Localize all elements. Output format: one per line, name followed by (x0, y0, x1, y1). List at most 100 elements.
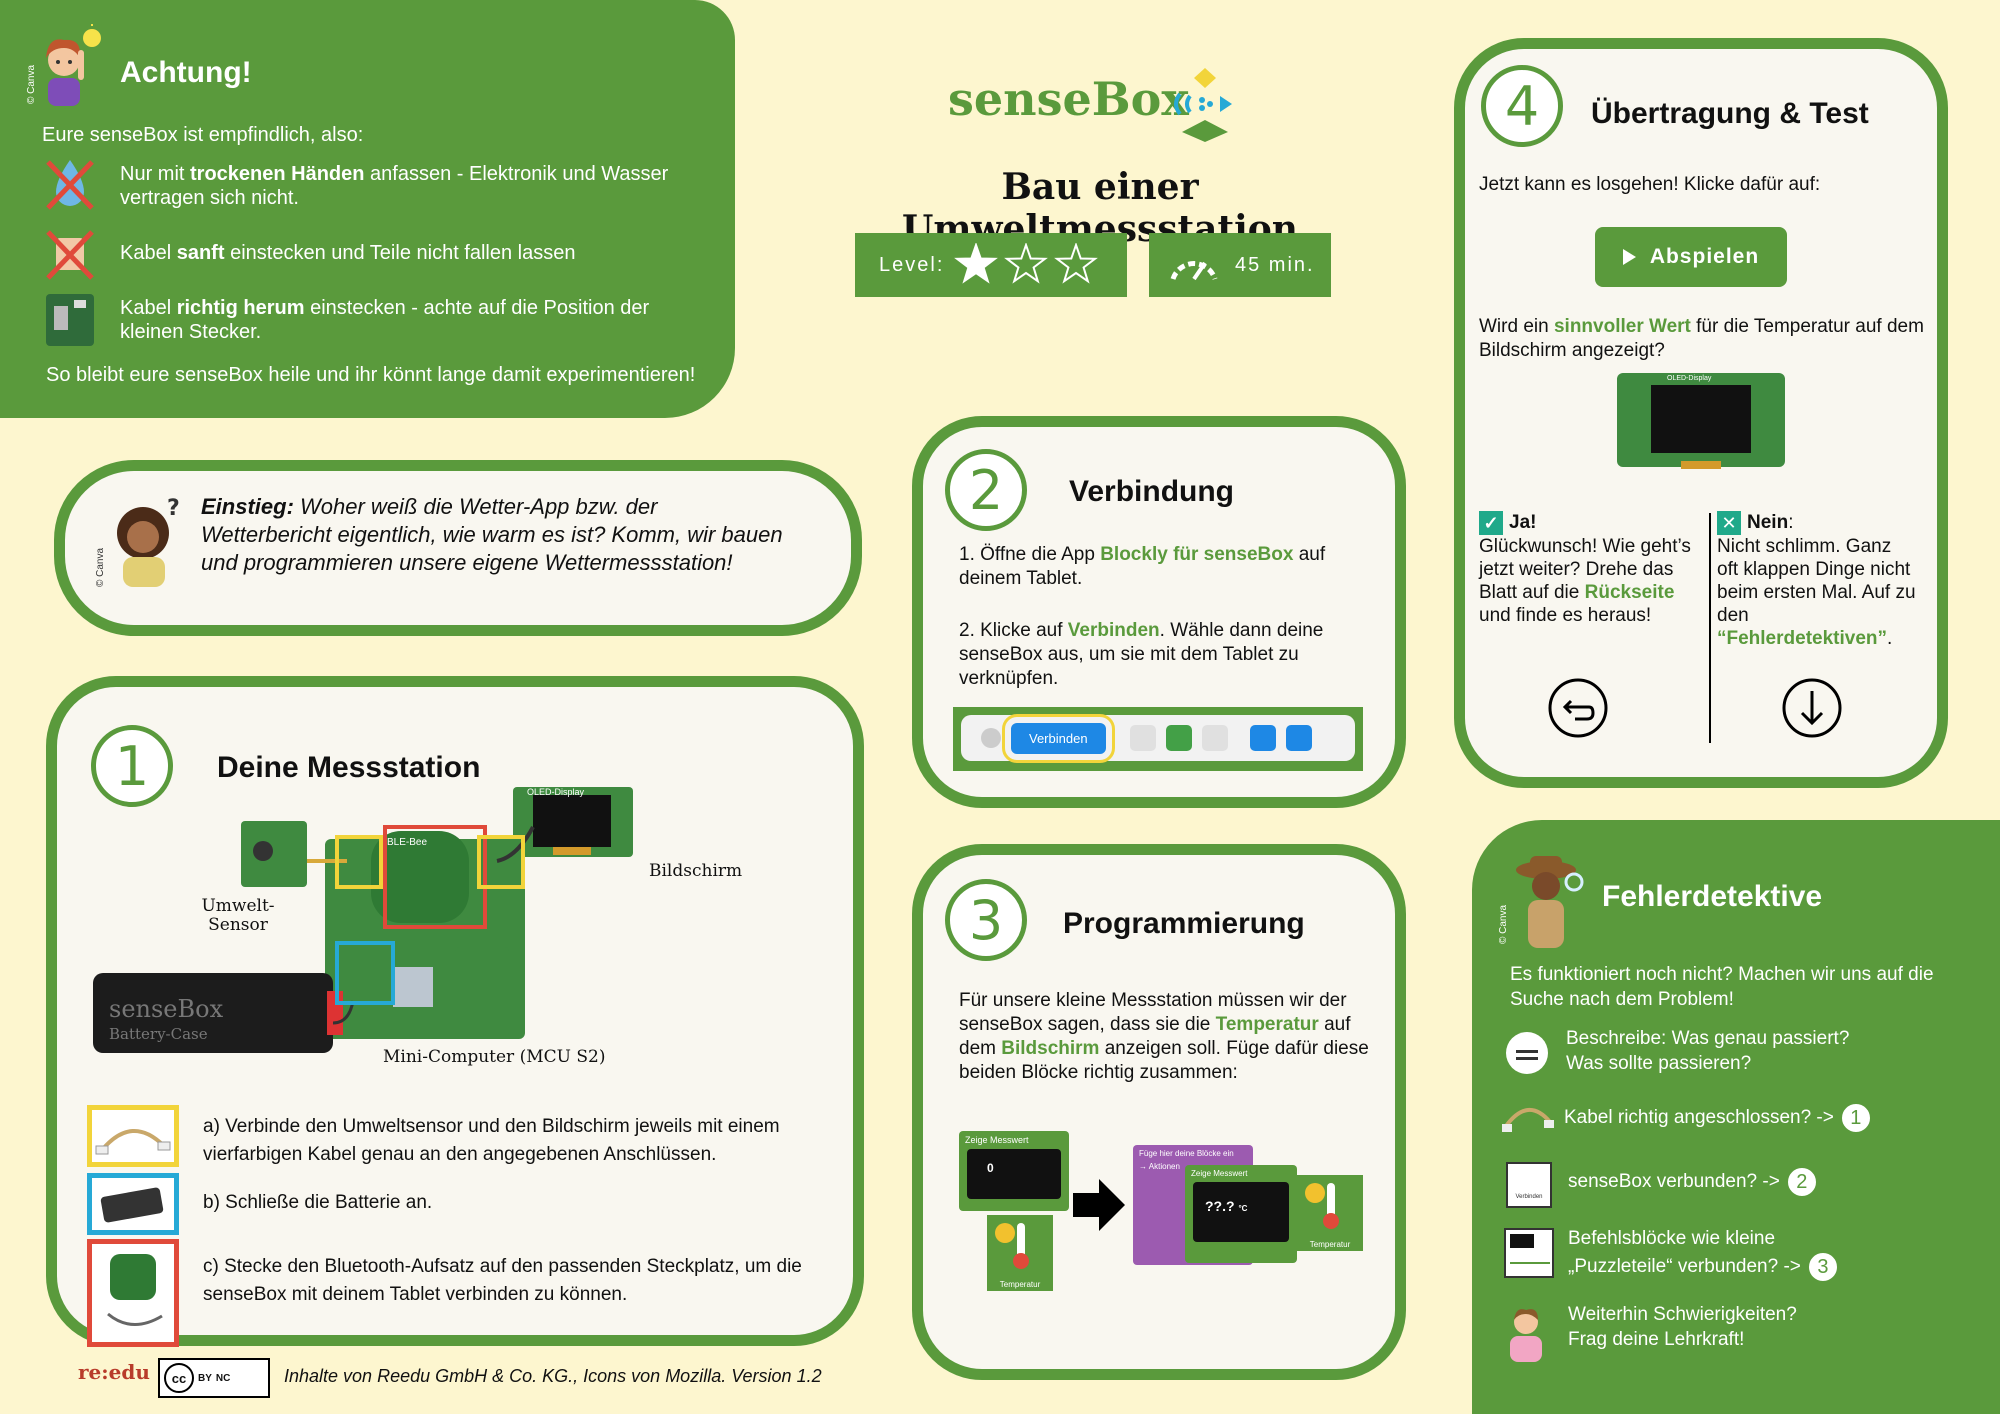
block-show-value-2[interactable]: Zeige Messwert ??.? °C (1185, 1165, 1297, 1263)
arrow-right-icon (1073, 1179, 1125, 1231)
speedometer-icon (1170, 261, 1218, 281)
fehler-item-3: senseBox verbunden? ->2 (1568, 1166, 1818, 1198)
no-drop-icon (46, 230, 94, 280)
no-water-icon (46, 160, 94, 210)
step-title: Deine Messstation (217, 751, 481, 784)
step1-c: c) Stecke den Bluetooth-Aufsatz auf den … (203, 1256, 802, 1305)
fehler-item-5: Weiterhin Schwierigkeiten? Frag deine Le… (1568, 1304, 1797, 1350)
fehler-item-1: Beschreibe: Was genau passiert? Was soll… (1566, 1028, 1850, 1074)
block-show-value[interactable]: Zeige Messwert 0 (959, 1131, 1069, 1211)
play-icon (1622, 249, 1636, 265)
level-stars (954, 243, 1099, 284)
sensor-label: Umwelt- Sensor (201, 896, 275, 935)
cc-icon: cc (164, 1363, 194, 1393)
battery-case-sub: Battery-Case (109, 1025, 208, 1043)
block-temperature-label: Temperatur (999, 1280, 1041, 1289)
yes-text: Glückwunsch! Wie geht’s jetzt weiter? Dr… (1479, 536, 1691, 626)
fehler-intro: Es funktioniert noch nicht? Machen wir u… (1510, 964, 1934, 1010)
star-icon (954, 243, 999, 284)
svg-text:?: ? (167, 496, 180, 521)
column-divider (1709, 513, 1711, 743)
step4-intro: Jetzt kann es losgehen! Klicke dafür auf… (1479, 174, 1821, 195)
screen-label: Bildschirm (649, 861, 743, 881)
block-show-label-2: Zeige Messwert (1191, 1169, 1248, 1178)
sensebox-logo-icon (1174, 68, 1232, 142)
step-number: 2 (945, 449, 1027, 531)
time-label: 45 min. (1235, 253, 1315, 276)
teacher-icon (1510, 1309, 1542, 1362)
thermometer-icon (995, 1223, 1029, 1269)
cable-image (87, 1105, 179, 1167)
block-show-label: Zeige Messwert (965, 1135, 1029, 1145)
sensebox-logo-text: senseBox (948, 72, 1189, 126)
play-button-label: Abspielen (1649, 245, 1760, 268)
step1-b: b) Schließe die Batterie an. (203, 1192, 433, 1213)
block-display-unknown: ??.? °C (1193, 1182, 1289, 1242)
ble-bee-label: BLE-Bee (387, 837, 428, 848)
einstieg-question: Einstieg: Woher weiß die Wetter-App bzw.… (201, 494, 783, 575)
step3-card: 3 Programmierung Für unsere kleine Messs… (912, 844, 1406, 1380)
step1-card: 1 Deine Messstation BLE-Bee OLED-Display… (46, 676, 864, 1347)
arrow-down-icon (1782, 678, 1842, 738)
settings-icon (1249, 725, 1276, 751)
step-title: Übertragung & Test (1591, 97, 1869, 130)
time-badge: 45 min. (1149, 233, 1331, 297)
star-icon (1054, 243, 1099, 284)
star-icon (1004, 243, 1049, 284)
footer-license-text: Inhalte von Reedu GmbH & Co. KG., Icons … (284, 1366, 822, 1386)
thermometer-icon (1305, 1183, 1339, 1229)
no-text: Nicht schlimm. Ganz oft klappen Dinge ni… (1717, 536, 1916, 649)
yes-column: ✓ Ja! Glückwunsch! Wie geht’s jetzt weit… (1479, 511, 1699, 627)
step-number: 4 (1481, 65, 1563, 147)
connect-mini-label: Verbinden (1515, 1194, 1543, 1200)
achtung-outro: So bleibt eure senseBox heile und ihr kö… (46, 364, 696, 386)
block-insert-label: Füge hier deine Blöcke ein (1139, 1149, 1234, 1158)
check-icon: ✓ (1479, 511, 1503, 535)
connector-board-icon (46, 294, 94, 346)
step-number: 1 (91, 725, 173, 807)
bluetooth-module-image (87, 1239, 179, 1347)
bluetooth-status-icon (981, 728, 1001, 748)
step-title: Programmierung (1063, 907, 1305, 940)
step4-question: Wird ein sinnvoller Wert für die Tempera… (1479, 316, 1924, 361)
step2-card: 2 Verbindung 1. Öffne die App Blockly fü… (912, 416, 1406, 808)
block-actions-label: → Aktionen (1139, 1162, 1180, 1171)
einstieg-card: © Canva ? Einstieg: Woher weiß die Wette… (54, 460, 862, 636)
oled-display-label: OLED-Display (1667, 375, 1712, 382)
cross-icon: ✕ (1717, 511, 1741, 535)
cable-icon (1502, 1108, 1554, 1132)
connect-button[interactable]: Verbinden (1002, 713, 1115, 763)
step3-text: Für unsere kleine Messstation müssen wir… (959, 990, 1369, 1083)
block-temperature[interactable]: Temperatur (987, 1215, 1053, 1291)
play-disabled-icon (1129, 725, 1156, 751)
step-title: Verbindung (1069, 475, 1234, 508)
fehlerdetektive-panel: © Canva Fehlerdetektive Es funktioniert … (1472, 820, 2000, 1414)
transfer-icon (1165, 725, 1192, 751)
rule-correct-way: Kabel richtig herum einstecken - achte a… (120, 297, 650, 343)
rule-gentle: Kabel sanft einstecken und Teile nicht f… (120, 242, 576, 264)
step4-card: 4 Übertragung & Test Jetzt kann es losge… (1454, 38, 1948, 788)
refresh-icon (1285, 725, 1312, 751)
fehler-item-2: Kabel richtig angeschlossen? ->1 (1564, 1102, 1872, 1134)
cc-by-label: BY (198, 1372, 212, 1384)
fehler-title: Fehlerdetektive (1602, 880, 1823, 913)
cc-license-badge: cc BY NC (158, 1358, 270, 1398)
fehler-item-4: Befehlsblöcke wie kleine „Puzzleteile“ v… (1568, 1226, 1839, 1283)
reedu-logo: re:edu (78, 1360, 150, 1384)
block-temperature-2[interactable]: Temperatur (1297, 1175, 1363, 1251)
level-label: Level: (879, 253, 945, 276)
achtung-intro: Eure senseBox ist empfindlich, also: (42, 124, 364, 146)
canva-credit: © Canva (1498, 904, 1509, 944)
girl-idea-icon (46, 24, 101, 106)
block-display-value: 0 (967, 1149, 1061, 1199)
step1-a: a) Verbinde den Umweltsensor und den Bil… (203, 1116, 780, 1165)
connect-mini-icon: Verbinden (1506, 1162, 1552, 1208)
thinking-girl-icon: ? (117, 496, 180, 587)
play-button[interactable]: Abspielen (1595, 227, 1787, 287)
mcu-label: Mini-Computer (MCU S2) (383, 1047, 606, 1067)
turn-back-icon (1548, 678, 1608, 738)
yes-title: ✓ Ja! (1479, 511, 1699, 535)
canva-credit: © Canva (95, 547, 106, 587)
oled-display-image: OLED-Display (1617, 373, 1785, 469)
stop-disabled-icon (1201, 725, 1228, 751)
